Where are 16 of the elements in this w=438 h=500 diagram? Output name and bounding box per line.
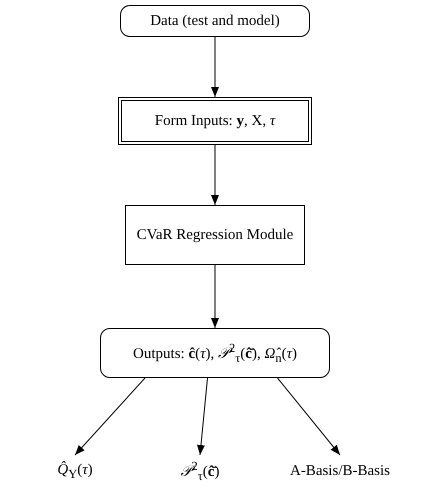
arrow (211, 36, 219, 98)
rounded-box (120, 5, 310, 37)
double-border-box (118, 97, 312, 145)
node-label: A-Basis/B-Basis (290, 462, 390, 480)
node-label: Data (test and model) (150, 12, 280, 30)
arrow (277, 378, 340, 456)
node-label: CVaR Regression Module (136, 226, 294, 244)
arrow (197, 378, 208, 456)
arrow (74, 378, 146, 456)
node-label: 𝒫$^{2}$$_{τ}$(ĉ̄) (180, 458, 220, 484)
process-box (125, 205, 305, 265)
arrow (211, 264, 219, 328)
node-label: Q̂$_{Y}$(τ) (57, 460, 93, 482)
node-label: Form Inputs: y, X, τ (154, 112, 276, 130)
rounded-box (100, 328, 330, 378)
arrow (211, 144, 219, 206)
